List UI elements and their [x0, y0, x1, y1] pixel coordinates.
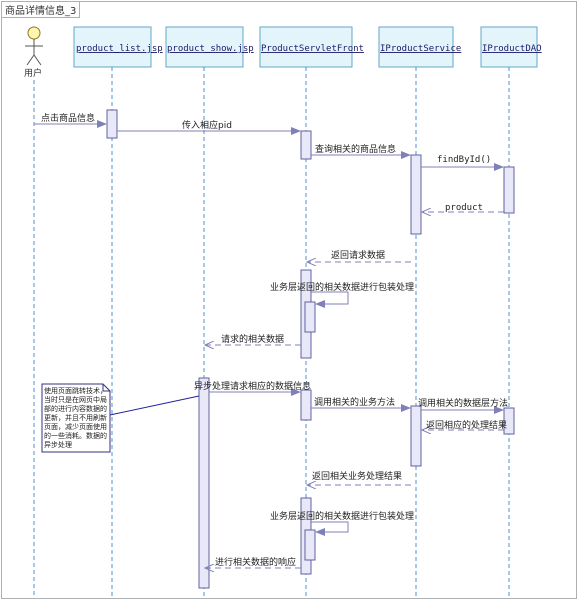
- svg-text:传入相应pid: 传入相应pid: [182, 119, 232, 131]
- lifeline-product-servlet-front: ProductServletFront: [259, 26, 364, 68]
- svg-text:查询相关的商品信息: 查询相关的商品信息: [315, 143, 396, 155]
- lifeline-label: IProductService: [380, 44, 461, 54]
- lifeline-iproduct-dao: IProductDAO: [480, 26, 542, 68]
- svg-text:业务层返回的相关数据进行包装处理: 业务层返回的相关数据进行包装处理: [270, 510, 414, 522]
- lifeline-label: ProductServletFront: [261, 44, 364, 54]
- activation-servlet-1: [300, 130, 312, 160]
- actor-head: [27, 26, 41, 40]
- message-13: 返回相关业务处理结果: [307, 470, 411, 485]
- lifeline-label: product_list.jsp: [76, 44, 163, 54]
- svg-text:返回请求数据: 返回请求数据: [331, 249, 385, 261]
- note-text: 使用页面跳转技术，当时只是在网页中局部的进行内容数据的更新，并且不用刷新页面，减…: [44, 387, 107, 449]
- activation-servlet-2b: [304, 301, 316, 333]
- actor-label: 用户: [24, 67, 42, 79]
- svg-text:返回相关业务处理结果: 返回相关业务处理结果: [312, 470, 402, 482]
- message-6: 返回请求数据: [307, 249, 411, 262]
- message-2: 传入相应pid: [117, 119, 301, 135]
- message-12: 返回相应的处理结果: [422, 419, 507, 431]
- activation-dao-1: [503, 166, 515, 214]
- lifeline-product-show: product_show.jsp: [165, 26, 254, 68]
- message-5: product: [422, 203, 504, 213]
- activation-show: [198, 377, 210, 589]
- svg-text:product: product: [445, 203, 483, 213]
- activation-service-1: [410, 154, 422, 235]
- frame-title-tab: [1, 1, 80, 18]
- activation-servlet-3: [300, 389, 312, 421]
- activation-list: [106, 109, 118, 139]
- activations: [106, 109, 515, 589]
- note: 使用页面跳转技术，当时只是在网页中局部的进行内容数据的更新，并且不用刷新页面，减…: [41, 383, 200, 453]
- lifeline-iproduct-service: IProductService: [378, 26, 461, 68]
- lifeline-label: IProductDAO: [482, 44, 542, 54]
- activation-dao-2: [503, 407, 515, 435]
- message-11: 调用相关的数据层方法: [418, 397, 508, 414]
- activation-service-2: [410, 405, 422, 467]
- svg-text:进行相关数据的响应: 进行相关数据的响应: [215, 556, 296, 568]
- message-3: 查询相关的商品信息: [311, 143, 411, 159]
- message-14-self: 业务层返回的相关数据进行包装处理: [270, 510, 414, 536]
- message-1: 点击商品信息: [34, 112, 107, 128]
- message-4: findById(): [421, 155, 504, 171]
- activation-servlet-4b: [304, 529, 316, 561]
- svg-text:业务层返回的相关数据进行包装处理: 业务层返回的相关数据进行包装处理: [270, 281, 414, 293]
- svg-text:调用相关的数据层方法: 调用相关的数据层方法: [418, 397, 508, 409]
- note-shape: [41, 383, 111, 453]
- lifeline-product-list: product_list.jsp: [73, 26, 163, 68]
- message-9: 异步处理请求相应的数据信息: [194, 380, 311, 396]
- svg-text:请求的相关数据: 请求的相关数据: [221, 333, 284, 345]
- message-8: 请求的相关数据: [205, 333, 301, 345]
- message-10: 调用相关的业务方法: [311, 396, 411, 412]
- svg-text:返回相应的处理结果: 返回相应的处理结果: [426, 419, 507, 431]
- svg-text:调用相关的业务方法: 调用相关的业务方法: [314, 396, 395, 408]
- actor-user: 用户: [24, 26, 43, 79]
- svg-text:点击商品信息: 点击商品信息: [41, 112, 95, 124]
- lifeline-label: product_show.jsp: [167, 44, 254, 54]
- svg-text:异步处理请求相应的数据信息: 异步处理请求相应的数据信息: [194, 380, 311, 392]
- message-7-self: 业务层返回的相关数据进行包装处理: [270, 281, 414, 308]
- svg-text:findById(): findById(): [437, 155, 491, 165]
- frame-title: 商品详情信息_3: [5, 4, 76, 17]
- message-15: 进行相关数据的响应: [205, 556, 301, 568]
- lifeline-lines: [33, 67, 510, 596]
